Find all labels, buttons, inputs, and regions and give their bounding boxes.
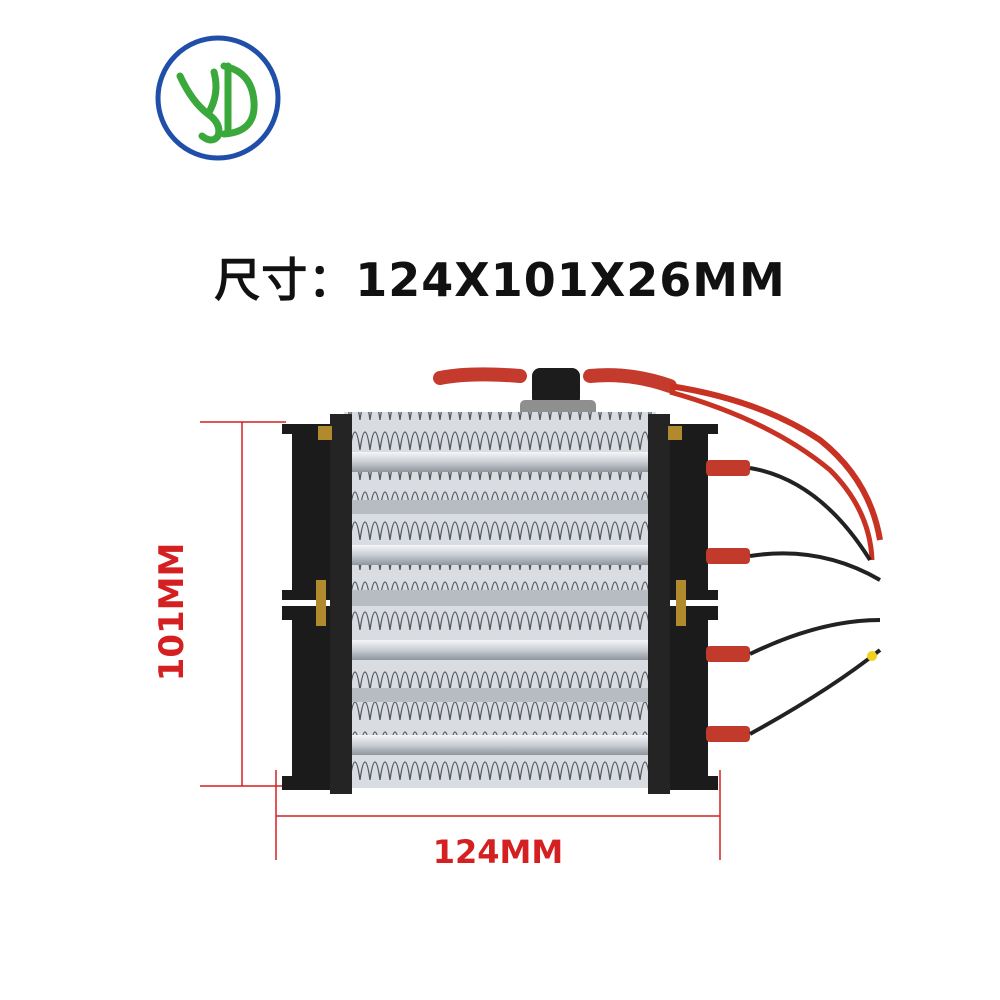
brand-logo [155, 35, 281, 161]
size-title: 尺寸：124X101X26MM [214, 253, 786, 307]
width-dimension-label: 124MM [432, 833, 564, 871]
